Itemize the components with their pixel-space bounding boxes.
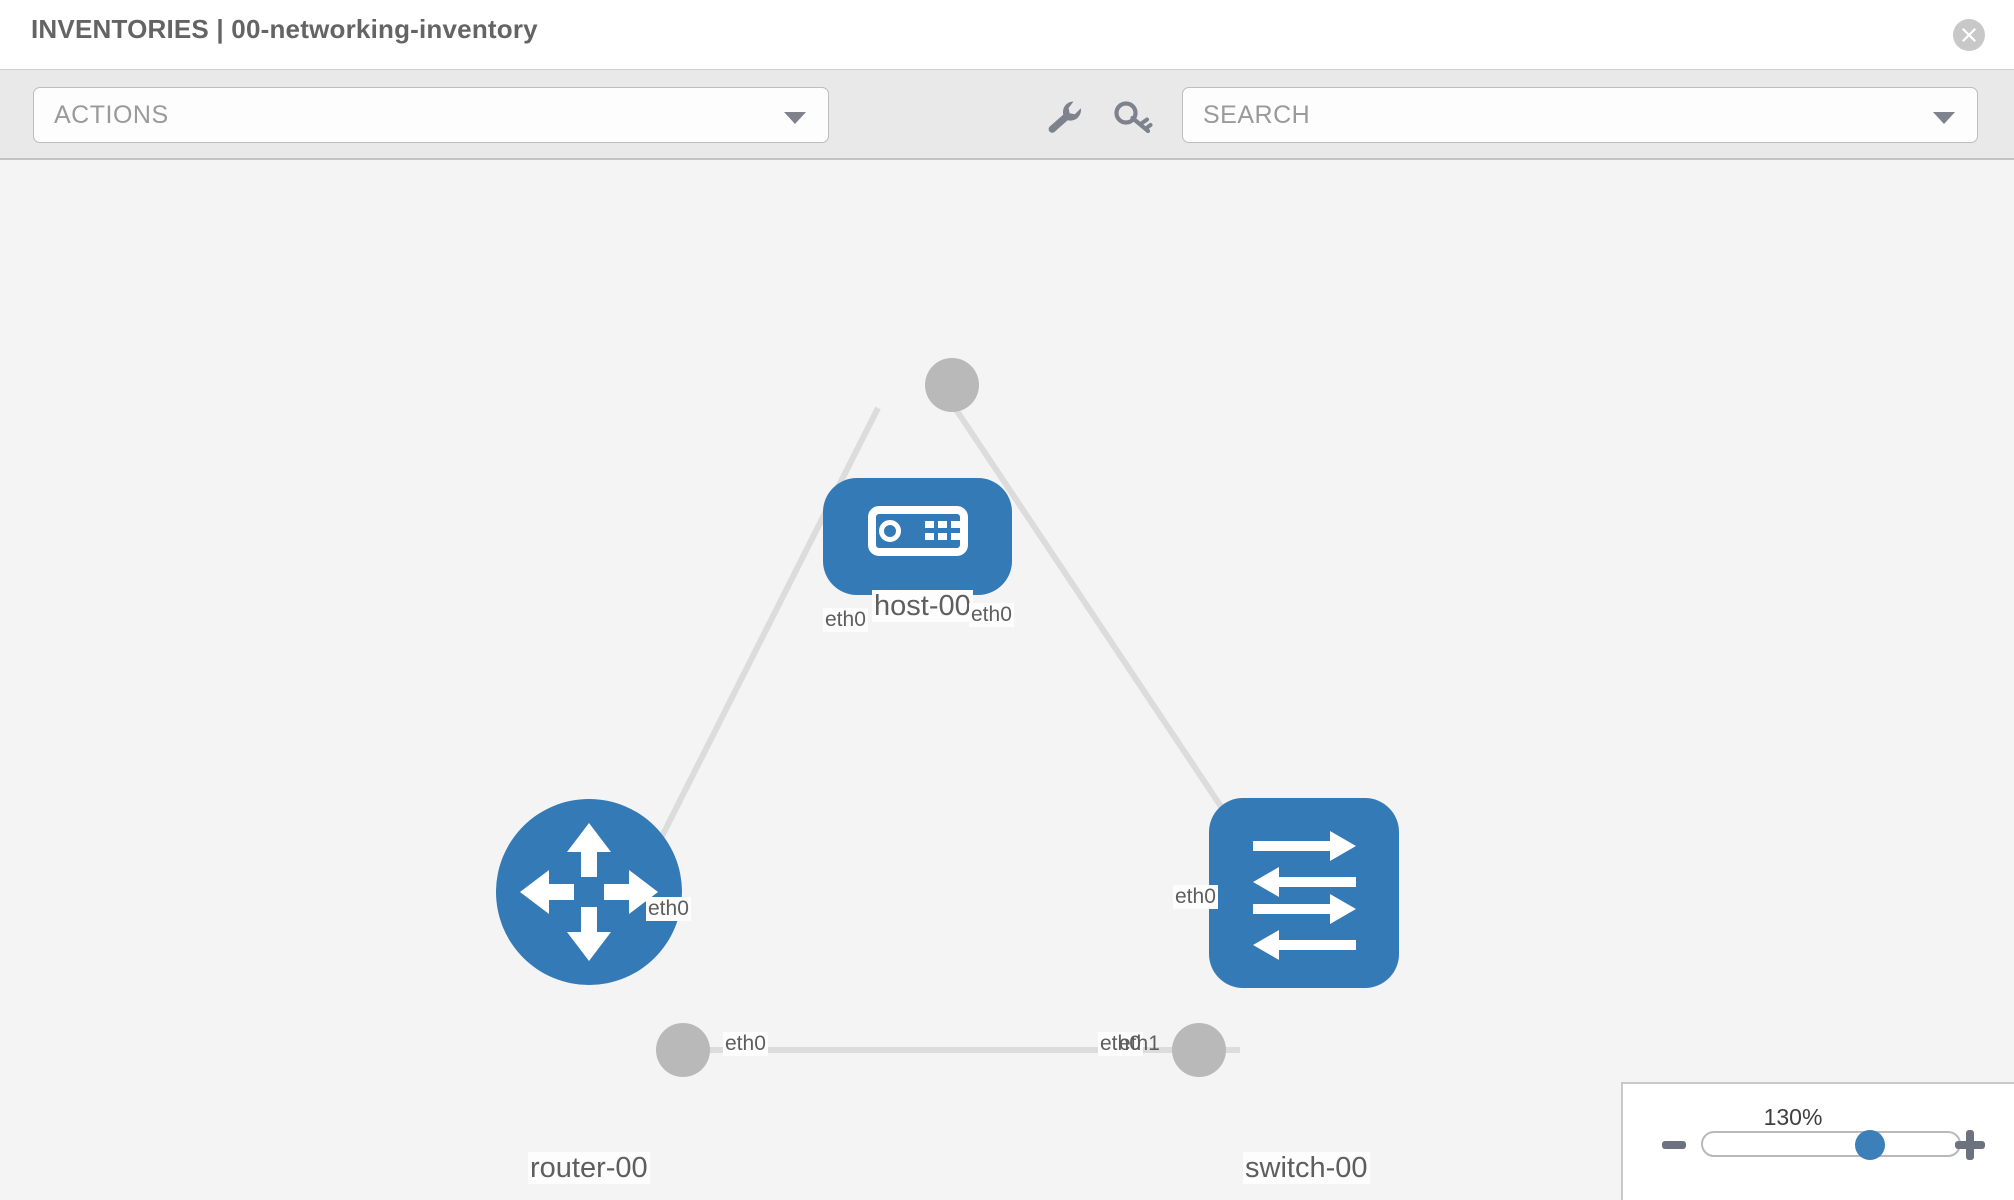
chevron-down-icon (1933, 112, 1955, 124)
chevron-down-icon (784, 112, 806, 124)
close-icon[interactable] (1953, 19, 1985, 51)
close-x-glyph (1962, 28, 1976, 42)
search-input[interactable]: SEARCH (1182, 87, 1978, 143)
actions-dropdown-label: ACTIONS (54, 101, 169, 129)
zoom-level-value: 130% (1763, 1104, 1823, 1130)
wrench-icon[interactable] (1043, 98, 1085, 136)
node-label-host-00: host-00 (872, 590, 973, 623)
zoom-out-button[interactable] (1662, 1141, 1686, 1149)
zoom-slider-track[interactable] (1701, 1131, 1961, 1157)
node-host-00[interactable] (823, 478, 1012, 595)
node-switch-00[interactable] (1209, 798, 1399, 988)
port-router00-eth0[interactable] (656, 1023, 710, 1077)
iface-label-router00-eth0-uplink: eth0 (646, 897, 691, 922)
iface-label-host00-eth0-right: eth0 (969, 603, 1014, 628)
toolbar: ACTIONS SEARCH (0, 70, 2014, 160)
iface-label-host00-eth0-left: eth0 (823, 608, 868, 633)
router-arrows-icon (520, 823, 658, 961)
server-device-icon (868, 506, 968, 556)
key-icon[interactable] (1112, 98, 1154, 136)
topology-graph (496, 358, 1399, 1077)
edge-host00-router00[interactable] (647, 406, 881, 862)
page-title: INVENTORIES | 00-networking-inventory (31, 14, 538, 44)
iface-label-switch00-eth1: eth1 (1119, 1032, 1160, 1055)
port-connectors-layer (656, 358, 1264, 1077)
iface-label-switch00-eth0-uplink: eth0 (1173, 885, 1218, 910)
edge-host00-switch00[interactable] (952, 406, 1253, 852)
actions-dropdown[interactable]: ACTIONS (33, 87, 829, 143)
port-switch00-eth1[interactable] (1172, 1023, 1226, 1077)
zoom-slider-thumb[interactable] (1855, 1130, 1885, 1160)
iface-label-switch00-eth0-overlap: eth0 (1098, 1032, 1143, 1057)
search-placeholder: SEARCH (1203, 101, 1311, 129)
wrench-glyph (1048, 101, 1081, 133)
key-glyph (1114, 101, 1153, 134)
node-label-switch-00: switch-00 (1243, 1152, 1370, 1185)
switch-arrows-icon (1253, 831, 1356, 960)
zoom-control-panel: 130% (1621, 1082, 2014, 1200)
node-router-00[interactable] (496, 799, 682, 985)
zoom-in-button[interactable] (1955, 1130, 1985, 1160)
header-bar: INVENTORIES | 00-networking-inventory (0, 0, 2014, 70)
node-label-router-00: router-00 (528, 1152, 650, 1185)
port-host00-eth0-right[interactable] (925, 358, 979, 412)
iface-label-router00-eth0: eth0 (723, 1032, 768, 1057)
topology-canvas[interactable]: host-00 router-00 switch-00 eth0 eth0 et… (0, 160, 2014, 1200)
